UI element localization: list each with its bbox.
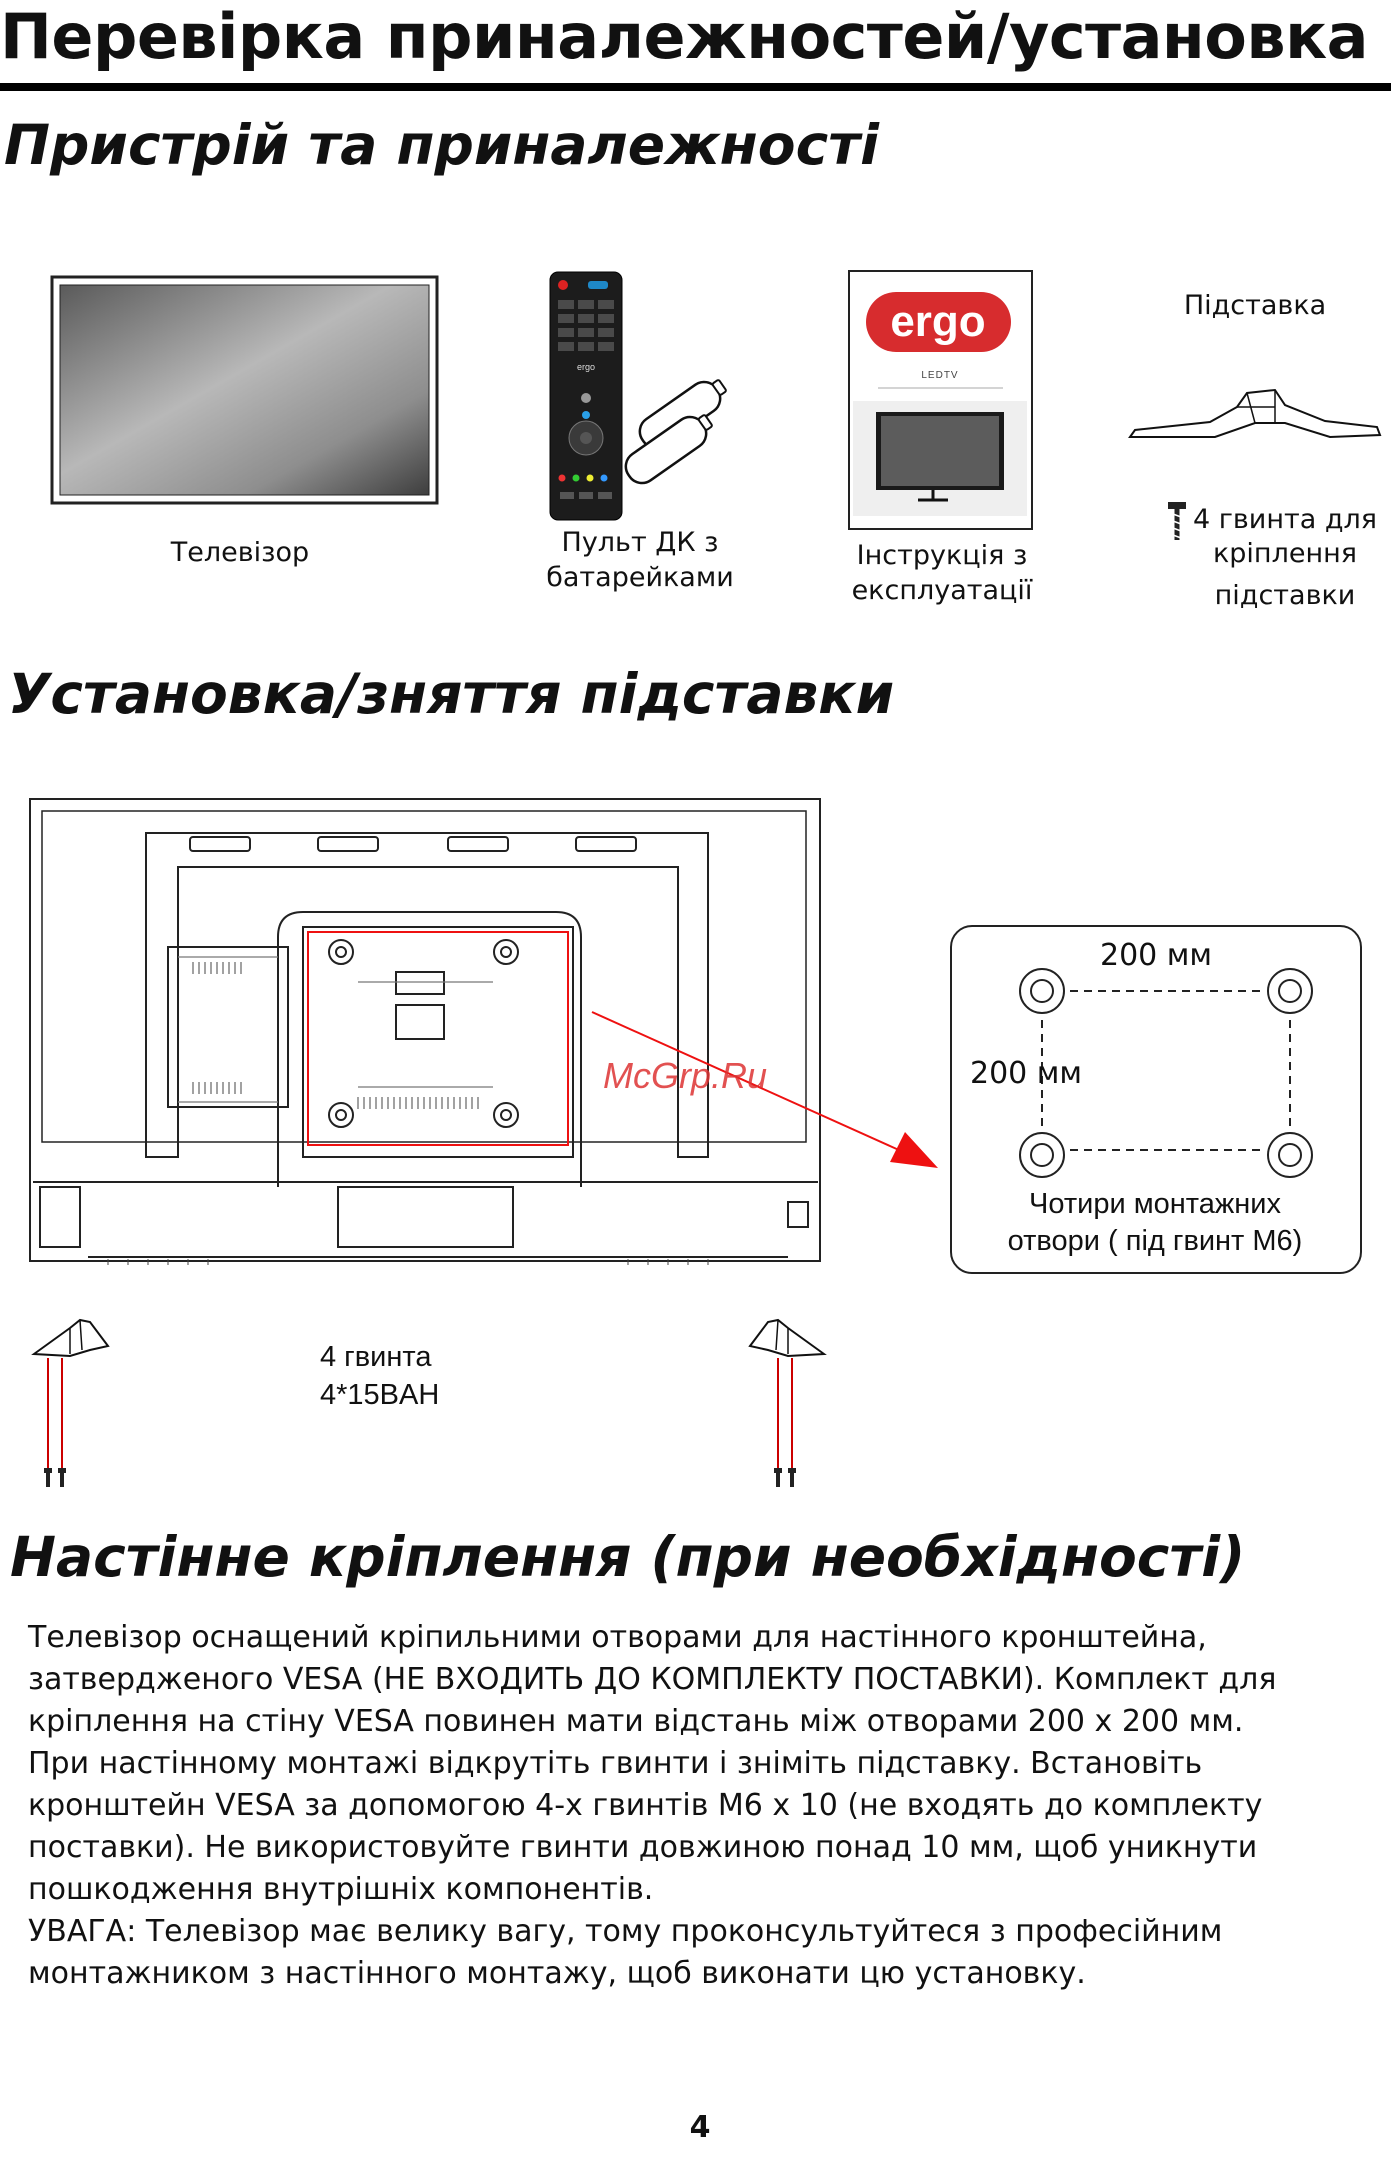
remote-caption: Пульт ДК з батарейками	[530, 525, 750, 595]
vesa-width-label: 200 мм	[1100, 938, 1213, 973]
page-title: Перевірка приналежностей/установка	[0, 0, 1369, 73]
paragraph-line: Телевізор оснащений кріпильними отворами…	[28, 1620, 1207, 1655]
section-title-accessories: Пристрій та приналежності	[4, 113, 879, 177]
manual-subtitle: LEDTV	[921, 370, 958, 381]
stand-caption: Підставка	[1183, 290, 1327, 321]
wall-mount-text: Телевізор оснащений кріпильними отворами…	[28, 1617, 1368, 1995]
remote-caption-line-2: батарейками	[546, 562, 734, 593]
page-number: 4	[689, 2110, 711, 2145]
watermark-text: McGrp.Ru	[603, 1055, 768, 1096]
tv-illustration	[50, 275, 439, 505]
manual-caption: Інструкція з експлуатації	[822, 538, 1062, 608]
remote-caption-line-1: Пульт ДК з	[561, 527, 719, 558]
screw-icon	[1168, 502, 1186, 540]
paragraph-line: При настінному монтажі відкрутіть гвинти…	[28, 1746, 1203, 1781]
paragraph-line: поставки). Не використовуйте гвинти довж…	[28, 1830, 1258, 1865]
stand-illustration	[1128, 388, 1382, 439]
manual-caption-line-2: експлуатації	[851, 575, 1033, 606]
paragraph-line: кріплення на стіну VESA повинен мати від…	[28, 1704, 1244, 1739]
vesa-caption: Чотири монтажних отвори ( під гвинт M6)	[960, 1186, 1350, 1260]
tv-caption: Телевізор	[170, 537, 310, 568]
left-stand-foot	[31, 1318, 110, 1487]
manual-brand: ergo	[890, 297, 985, 346]
vesa-caption-line-1: Чотири монтажних	[1029, 1188, 1281, 1220]
title-divider	[0, 83, 1391, 91]
stand-screws-spec-line-2: 4*15BAH	[320, 1379, 440, 1411]
vesa-diagram	[1019, 968, 1313, 1178]
stand-screws-line-2: кріплення	[1212, 538, 1358, 569]
stand-screws-spec: 4 гвинта 4*15BAH	[320, 1338, 439, 1414]
tv-back-illustration	[29, 798, 821, 1265]
vesa-height-label: 200 мм	[970, 1056, 1083, 1091]
remote-brand: ergo	[577, 362, 595, 372]
arrow-to-vesa	[591, 1011, 938, 1168]
stand-screws-line-1: 4 гвинта для	[1192, 504, 1378, 535]
section-title-wall-mount: Настінне кріплення (при необхідності)	[10, 1525, 1246, 1589]
remote-illustration: ergo	[549, 271, 727, 521]
paragraph-line: пошкодження внутрішніх компонентів.	[28, 1872, 654, 1907]
vesa-box	[950, 925, 1362, 1274]
paragraph-line: затвердженого VESA (НЕ ВХОДИТЬ ДО КОМПЛЕ…	[28, 1662, 1277, 1697]
paragraph-line: УВАГА: Телевізор має велику вагу, тому п…	[28, 1914, 1223, 1949]
paragraph-line: монтажником з настінного монтажу, щоб ви…	[28, 1956, 1086, 1991]
vesa-caption-line-2: отвори ( під гвинт M6)	[1007, 1225, 1303, 1257]
stand-screws-caption: 4 гвинта для кріплення підставки	[1180, 503, 1390, 613]
manual-caption-line-1: Інструкція з	[856, 540, 1028, 571]
manual-illustration: ergo LEDTV	[848, 270, 1033, 530]
right-stand-foot	[748, 1318, 827, 1487]
section-title-stand: Установка/зняття підставки	[8, 662, 895, 726]
paragraph-line: кронштейн VESA за допомогою 4-х гвинтів …	[28, 1788, 1263, 1823]
stand-screws-line-3: підставки	[1214, 580, 1356, 611]
stand-screws-spec-line-1: 4 гвинта	[320, 1341, 432, 1373]
